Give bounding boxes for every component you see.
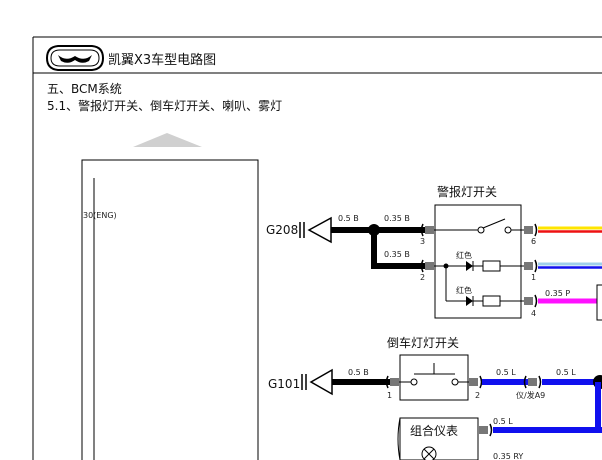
ground-symbol-icon — [299, 216, 332, 244]
g101-ground-label: G101 — [268, 377, 300, 391]
cluster-box-edge — [397, 417, 401, 460]
logo-icon — [45, 45, 105, 71]
g208-ground-label: G208 — [266, 223, 298, 237]
hazard-internal-circuit — [434, 218, 525, 302]
reverse-output-wires — [482, 375, 602, 430]
hazard-switch-box — [434, 204, 522, 319]
cluster-box — [399, 417, 479, 460]
ground-symbol-icon — [301, 368, 333, 396]
section-title: 五、BCM系统 — [47, 82, 122, 96]
reverse-switch-connectors — [385, 375, 483, 389]
bcm-module-box — [81, 159, 259, 460]
reverse-switch-box — [399, 354, 469, 401]
hazard-ground-wires — [331, 224, 425, 269]
reverse-switch-title: 倒车灯灯开关 — [387, 335, 459, 350]
cluster-title: 组合仪表 — [410, 423, 458, 438]
reverse-pin-1: 1 — [387, 391, 392, 400]
reverse-pin-2: 2 — [475, 391, 480, 400]
subsection-title: 5.1、警报灯开关、倒车灯开关、喇叭、雾灯 — [47, 98, 282, 113]
reverse-ground-wire-label: 0.5 B — [348, 368, 369, 377]
reverse-splice-label: 仪/发A9 — [516, 390, 545, 400]
cluster-wire-2-label: 0.35 RY — [493, 452, 523, 460]
bcm-pin-label: 30(ENG) — [83, 211, 117, 220]
hazard-output-wires — [538, 226, 602, 321]
hazard-switch-title: 警报灯开关 — [437, 184, 497, 199]
hazard-right-connectors — [524, 223, 538, 308]
hazard-pin-3: 3 — [420, 237, 425, 246]
cluster-lamp-icon — [421, 446, 437, 460]
cluster-wires — [479, 423, 602, 437]
switch-icon — [399, 363, 469, 386]
hazard-pin3-wire-label: 0.35 B — [384, 214, 410, 223]
hazard-lamp1-label: 红色 — [456, 250, 472, 260]
led-icon — [466, 261, 474, 306]
hazard-left-connectors — [420, 223, 434, 273]
hazard-pin-6: 6 — [531, 237, 536, 246]
page-title: 凯翼X3车型电路图 — [108, 52, 216, 68]
hazard-pin-4: 4 — [531, 309, 536, 318]
lamp-icon — [482, 260, 501, 307]
cluster-wire-1-label: 0.5 L — [493, 417, 513, 426]
hazard-ground-wire-label: 0.5 B — [338, 214, 359, 223]
hazard-lamp2-label: 红色 — [456, 285, 472, 295]
hazard-pin-1: 1 — [531, 273, 536, 282]
hazard-pin4-wire-label: 0.35 P — [545, 289, 570, 298]
reverse-out-wire-1-label: 0.5 L — [496, 368, 516, 377]
arrow-up-icon — [133, 133, 202, 147]
hazard-pin-2: 2 — [420, 273, 425, 282]
reverse-out-wire-2-label: 0.5 L — [556, 368, 576, 377]
hazard-pin2-wire-label: 0.35 B — [384, 250, 410, 259]
